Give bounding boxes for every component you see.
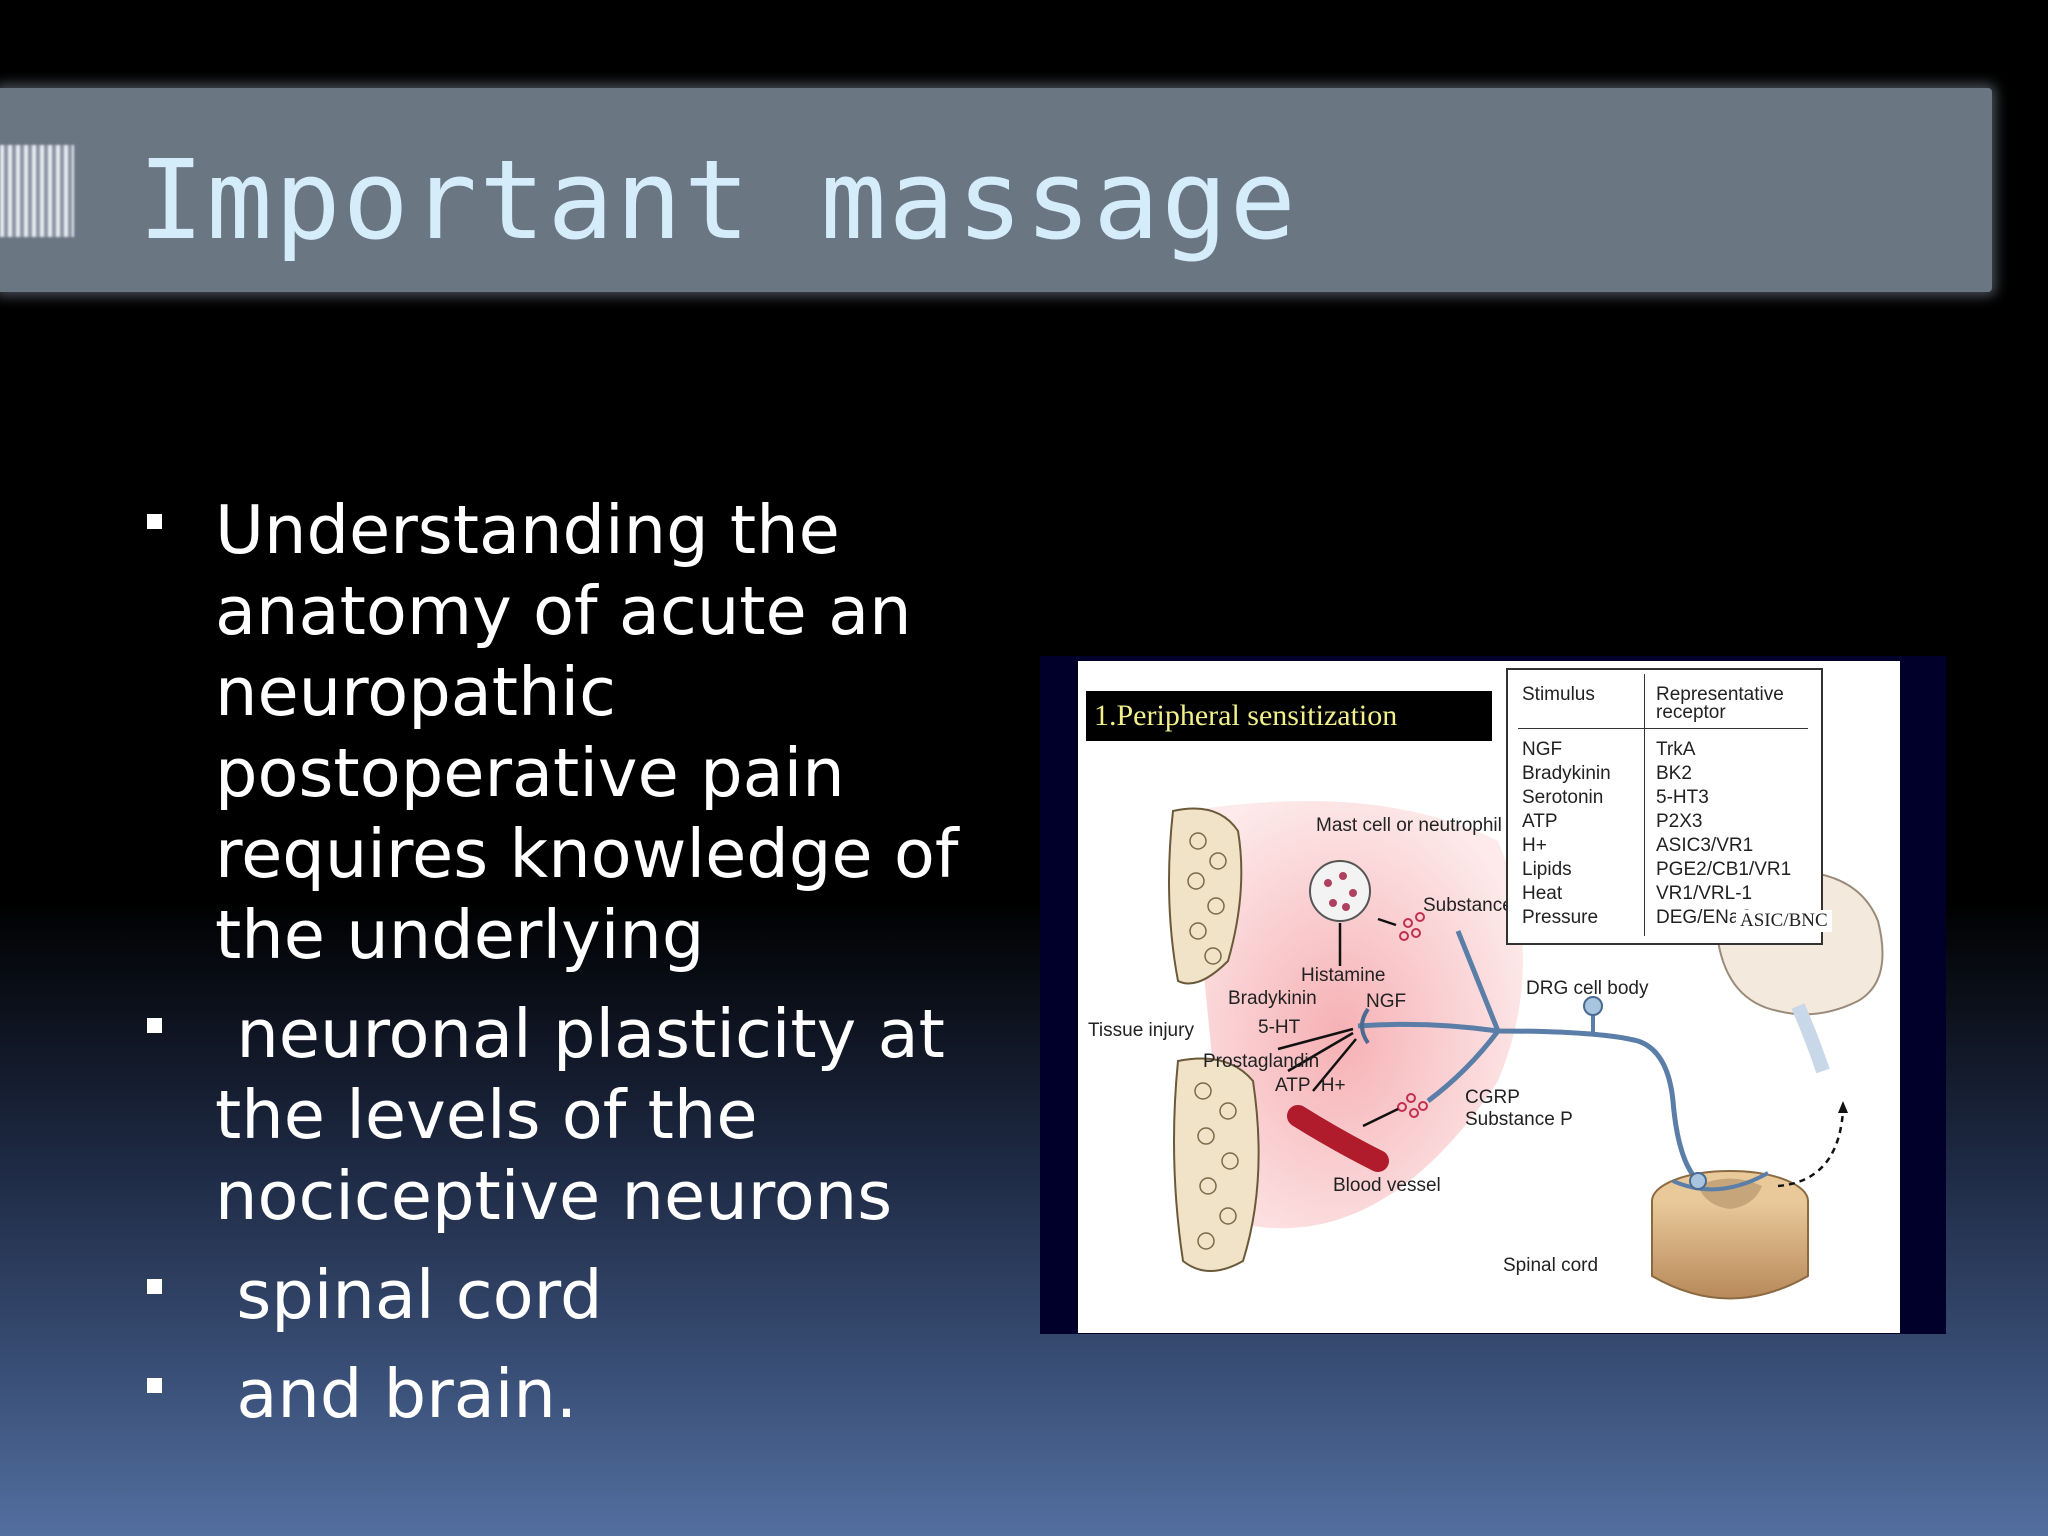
title-decoration [0, 145, 74, 237]
figure-illustration: Mast cell or neutrophil Substance P Hist… [1088, 801, 1884, 1300]
nerve-fiber [1357, 1021, 1700, 1183]
substance-p-vesicles [1399, 912, 1425, 941]
table-divider [1518, 728, 1808, 729]
label-histamine: Histamine [1301, 965, 1385, 986]
label-substance-p-bottom: Substance P [1465, 1109, 1573, 1130]
table-cell: DEG/ENaC [1656, 907, 1754, 928]
blood-vessel [1287, 1105, 1389, 1172]
cord-synapse [1689, 1172, 1707, 1190]
bullet-square-icon [147, 514, 162, 529]
receptor-table: Stimulus Representative receptor NGF Bra… [1506, 668, 1832, 945]
label-tissue-injury: Tissue injury [1088, 1020, 1194, 1041]
bullet-text: neuronal plasticity at the levels of the… [215, 995, 967, 1235]
cord-entry [1672, 1171, 1769, 1192]
table-cell: 5-HT3 [1656, 787, 1709, 808]
table-cell: Lipids [1522, 859, 1572, 880]
label-substance-p-top: Substance P [1423, 895, 1531, 916]
skin-cells-bottom [1173, 1057, 1260, 1272]
ascending-arrowhead [1838, 1101, 1848, 1113]
bullet-item: neuronal plasticity at the levels of the… [140, 994, 960, 1237]
asic-overlay-label: ASIC/BNC [1736, 910, 1832, 932]
inflamed-tissue [1188, 801, 1523, 1229]
table-cell: VR1/VRL-1 [1656, 883, 1753, 904]
stimulus-column: NGF Bradykinin Serotonin ATP H+ Lipids H… [1522, 738, 1611, 930]
table-header-receptor: Representative receptor [1656, 684, 1784, 723]
label-cgrp: CGRP [1465, 1087, 1520, 1108]
label-prostaglandin: Prostaglandin [1203, 1051, 1319, 1072]
title-bar [0, 88, 1992, 292]
bullet-text: Understanding the anatomy of acute an ne… [215, 491, 959, 974]
nerve-branch-down [1426, 1029, 1500, 1103]
receptor-column: TrkA BK2 5-HT3 P2X3 ASIC3/VR1 PGE2/CB1/V… [1656, 738, 1791, 930]
cgrp-vesicles [1397, 1093, 1428, 1118]
bullet-item: spinal cord [140, 1255, 960, 1336]
bullet-list: Understanding the anatomy of acute an ne… [140, 490, 960, 1453]
table-cell: PGE2/CB1/VR1 [1656, 859, 1792, 880]
arrows [1277, 917, 1399, 1128]
bullet-text: spinal cord [215, 1256, 603, 1334]
cell-pattern [1187, 832, 1239, 1250]
granules [1324, 872, 1357, 911]
mast-cell [1309, 860, 1371, 922]
bullet-item: and brain. [140, 1354, 960, 1435]
table-header-stimulus: Stimulus [1522, 684, 1595, 705]
table-cell: NGF [1522, 739, 1563, 760]
slide-title: Important massage [138, 136, 1298, 264]
peripheral-sensitization-figure: Mast cell or neutrophil Substance P Hist… [1040, 656, 1946, 1334]
bullet-text: and brain. [215, 1355, 578, 1433]
nerve-ending-left [1360, 1007, 1370, 1045]
bullet-square-icon [147, 1279, 162, 1294]
figure-header: 1.Peripheral sensitization [1086, 691, 1492, 741]
label-mast-cell: Mast cell or neutrophil [1316, 815, 1502, 836]
table-cell: ASIC3/VR1 [1656, 835, 1754, 856]
spinal-cord-body [1651, 1201, 1809, 1300]
figure-canvas: Mast cell or neutrophil Substance P Hist… [1078, 661, 1900, 1333]
label-atp-h: ATP H+ [1275, 1075, 1346, 1096]
table-cell: Serotonin [1522, 787, 1604, 808]
bullet-item: Understanding the anatomy of acute an ne… [140, 490, 960, 976]
label-bradykinin: Bradykinin [1228, 988, 1317, 1009]
brainstem [1791, 1003, 1830, 1074]
table-cell: Pressure [1522, 907, 1599, 928]
label-drg: DRG cell body [1526, 978, 1649, 999]
label-5ht: 5-HT [1258, 1017, 1301, 1038]
table-cell: ATP [1522, 811, 1558, 832]
table-column-divider [1644, 674, 1645, 936]
table-cell: BK2 [1656, 763, 1692, 784]
table-cell: Bradykinin [1522, 763, 1611, 784]
drg-cell-body [1583, 996, 1603, 1016]
table-cell: H+ [1522, 835, 1547, 856]
table-cell: Heat [1522, 883, 1563, 904]
bullet-square-icon [147, 1378, 162, 1393]
label-blood-vessel: Blood vessel [1333, 1175, 1441, 1196]
label-ngf: NGF [1366, 991, 1406, 1012]
nerve-branch-up [1455, 930, 1501, 1032]
skin-cells-top [1168, 807, 1243, 985]
bullet-square-icon [147, 1018, 162, 1033]
cord-gray-matter [1698, 1178, 1762, 1209]
table-cell: P2X3 [1656, 811, 1703, 832]
label-spinal-cord: Spinal cord [1503, 1255, 1598, 1276]
table-cell: TrkA [1656, 739, 1696, 760]
ascending-path [1777, 1110, 1845, 1188]
